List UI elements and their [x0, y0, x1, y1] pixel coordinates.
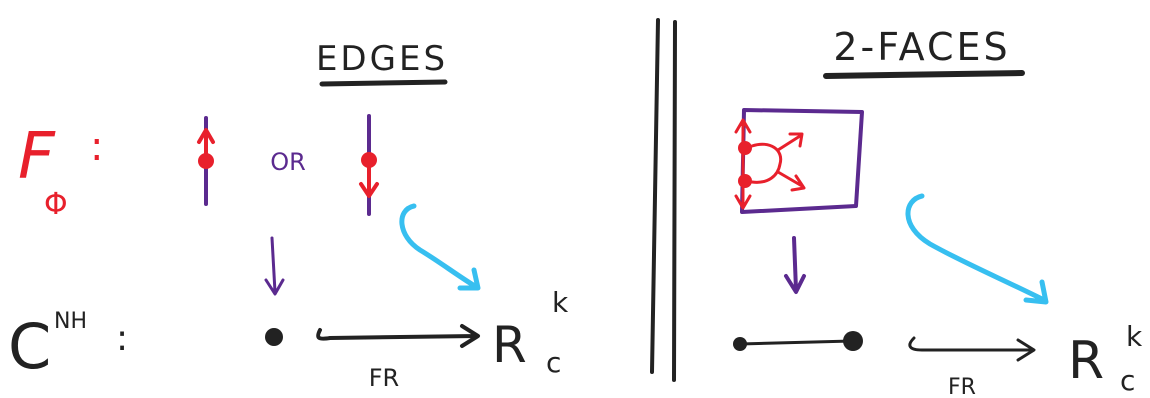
faces-segment-start [733, 337, 747, 351]
edges-title: EDGES [316, 39, 448, 79]
faces-underline [823, 70, 1025, 79]
or-text: OR [270, 148, 306, 176]
edges-blue-curve-arrow [399, 203, 481, 291]
divider-line-right [672, 20, 677, 382]
edges-fr-arrow [316, 324, 480, 348]
edges-r-label: R [492, 316, 527, 374]
edges-underline [319, 79, 448, 87]
divider-line-left [650, 18, 660, 374]
edge1-dot [198, 153, 214, 169]
face-square [740, 108, 864, 214]
f-label: F [18, 120, 56, 194]
edge2-dot [361, 152, 377, 168]
c-colon: : [116, 318, 128, 359]
face-dot-top [738, 141, 752, 155]
faces-segment-end [843, 331, 863, 351]
faces-down-arrow [784, 236, 806, 294]
nh-superscript: NH [54, 309, 87, 334]
faces-fr-label: FR [948, 375, 976, 398]
face-dot-bottom [738, 174, 752, 188]
f-colon: : [90, 124, 103, 170]
faces-blue-curve-arrow [905, 193, 1049, 305]
c-label: C [8, 310, 51, 383]
phi-subscript: Φ [44, 187, 68, 222]
edges-down-arrow [264, 236, 285, 296]
face-red-flow [750, 132, 806, 192]
faces-title: 2-FACES [833, 25, 1010, 69]
face-red-arrows [734, 118, 752, 210]
faces-r-label: R [1068, 331, 1104, 391]
faces-r-subscript: c [1120, 364, 1135, 397]
edges-r-subscript: c [546, 346, 561, 379]
edges-fr-label: FR [369, 364, 399, 392]
faces-fr-arrow [908, 336, 1036, 362]
edges-r-superscript: k [552, 286, 569, 319]
faces-segment [738, 339, 854, 346]
faces-r-superscript: k [1126, 320, 1143, 353]
edges-point [265, 328, 283, 346]
